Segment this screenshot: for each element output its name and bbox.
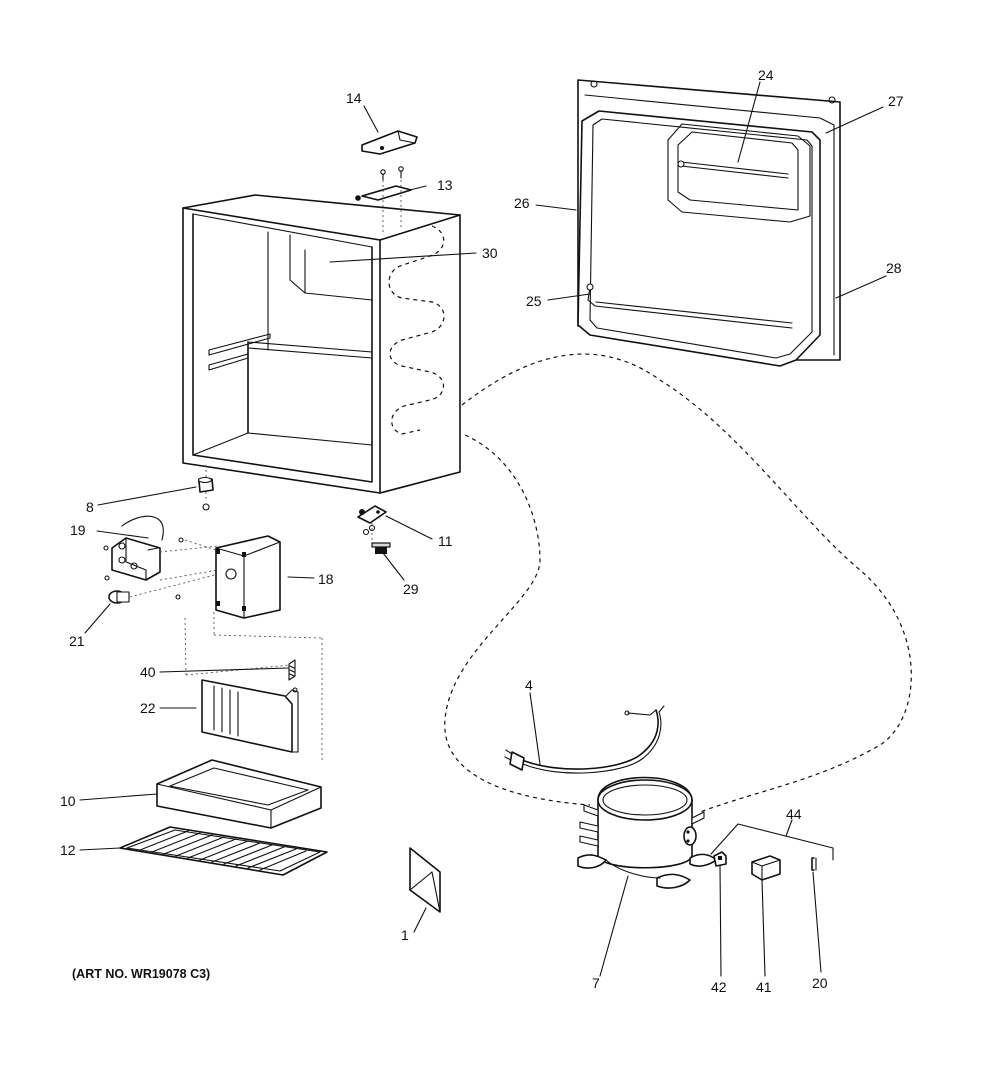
callout-20: 20 <box>812 975 828 991</box>
callout-42: 42 <box>711 979 727 995</box>
cabinet <box>182 194 461 494</box>
clip-part-20 <box>811 857 817 871</box>
overload-part-42 <box>713 851 727 867</box>
art-number: (ART NO. WR19078 C3) <box>72 967 210 981</box>
power-cord-part-4 <box>504 705 665 774</box>
callout-12: 12 <box>60 842 76 858</box>
callout-40: 40 <box>140 664 156 680</box>
leader-lines <box>79 81 887 977</box>
callout-11: 11 <box>438 533 453 549</box>
callout-18: 18 <box>318 571 334 587</box>
clip-part-40 <box>288 659 296 681</box>
relay-part-41 <box>751 855 781 881</box>
callout-8: 8 <box>86 499 94 515</box>
refrigerant-tubing-return <box>461 353 912 813</box>
literature-part-1 <box>409 847 441 913</box>
bottom-hinge-part-11 <box>357 505 387 540</box>
callout-28: 28 <box>886 260 902 276</box>
callout-4: 4 <box>525 677 533 693</box>
control-housing-part-18 <box>184 535 323 760</box>
leveling-leg-part-8 <box>197 465 214 511</box>
evaporator-part-22 <box>201 679 299 753</box>
foot-part-29 <box>371 542 391 554</box>
drip-tray-part-10 <box>156 759 322 829</box>
door-assembly <box>577 79 841 367</box>
kit-bracket-44 <box>710 823 834 861</box>
callout-14: 14 <box>346 90 362 106</box>
callout-25: 25 <box>526 293 542 309</box>
callout-41: 41 <box>756 979 772 995</box>
callout-13: 13 <box>437 177 453 193</box>
callout-10: 10 <box>60 793 76 809</box>
thermostat-part-19 <box>103 515 219 581</box>
callout-24: 24 <box>758 67 774 83</box>
callout-22: 22 <box>140 700 156 716</box>
callout-7: 7 <box>592 975 600 991</box>
knob-part-21 <box>108 571 227 604</box>
refrigerant-tubing <box>444 434 591 806</box>
callout-19: 19 <box>70 522 86 538</box>
compressor-part-7 <box>577 776 717 889</box>
callout-26: 26 <box>514 195 530 211</box>
callout-44: 44 <box>786 806 802 822</box>
callout-27: 27 <box>888 93 904 109</box>
hinge-cover-part-14 <box>361 130 418 155</box>
callout-29: 29 <box>403 581 419 597</box>
wire-shelf-part-12 <box>119 826 328 876</box>
callout-21: 21 <box>69 633 85 649</box>
callout-1: 1 <box>401 927 409 943</box>
callout-30: 30 <box>482 245 498 261</box>
